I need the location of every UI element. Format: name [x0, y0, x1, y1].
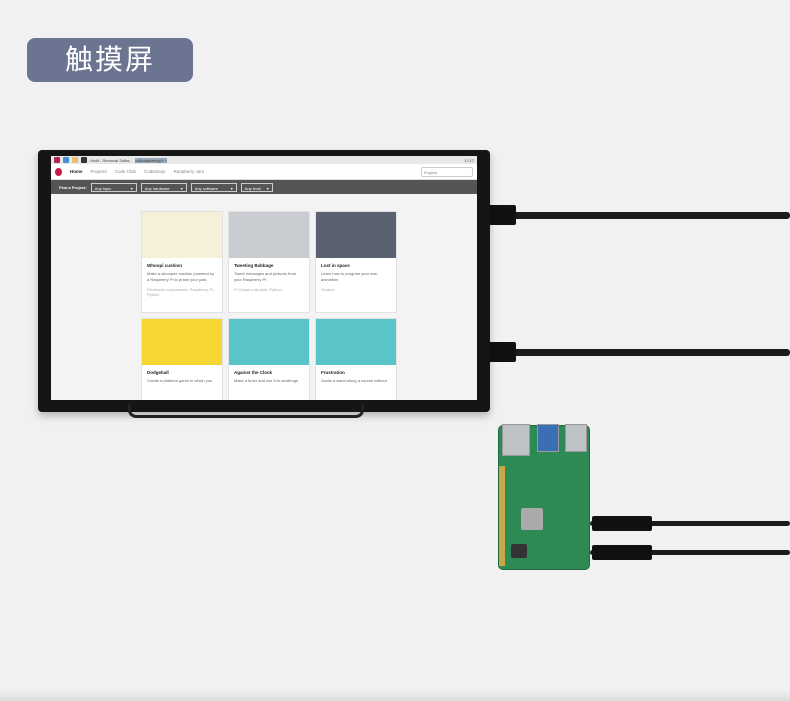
project-title: Whoopi cushion: [147, 263, 182, 268]
taskbar-window[interactable]: pi@raspberrypi: ~: [135, 157, 168, 163]
usb3-port: [537, 424, 559, 452]
project-meta: [229, 384, 309, 392]
usb-plug: [486, 342, 516, 362]
level-select[interactable]: Any level ▾: [240, 182, 273, 192]
hdmi-plug: [486, 205, 516, 225]
floor-shadow: [0, 690, 790, 701]
soc-chip: [521, 508, 543, 530]
project-description: Make a timer and use it to challenge: [234, 378, 299, 383]
page-title-badge: 触摸屏: [27, 38, 193, 82]
filter-label: Find a Project:: [59, 184, 87, 190]
gpio-header: [499, 466, 505, 566]
micro-hdmi-plug: [592, 516, 652, 531]
language-select[interactable]: English: [421, 166, 473, 177]
project-meta: Pi Camera Module, Python: [234, 287, 282, 292]
project-title: Dodgeball: [147, 370, 169, 375]
select-value: Any topic: [94, 185, 112, 191]
screen[interactable]: Vedit - Removal Softw... pi@raspberrypi:…: [51, 156, 477, 400]
project-image: [142, 319, 222, 365]
project-title: Frustration: [321, 370, 345, 375]
monitor-stand: [128, 404, 364, 418]
nav-code-club[interactable]: Code Club: [114, 169, 137, 174]
select-value: Any hardware: [144, 185, 170, 191]
chevron-down-icon: ▾: [266, 185, 269, 191]
chevron-down-icon: ▾: [180, 185, 183, 191]
chevron-down-icon: ▾: [230, 185, 233, 191]
chevron-down-icon: ▾: [130, 185, 133, 191]
project-description: Learn how to program your own animation: [321, 271, 378, 282]
project-meta: Electronic components, Raspberry Pi, Pyt…: [147, 287, 214, 297]
usb-cable: [485, 349, 790, 356]
project-title: Against the Clock: [234, 370, 273, 375]
project-description: Create a platform game in which you: [147, 378, 213, 383]
clock: 17:17: [463, 157, 474, 163]
nav-coderdojo[interactable]: CoderDojo: [144, 169, 166, 174]
topic-select[interactable]: Any topic ▾: [90, 182, 137, 192]
project-description: Tweet messages and pictures from your Ra…: [234, 271, 297, 282]
project-image: [229, 319, 309, 365]
project-title: Lost in space: [321, 263, 350, 268]
usb-c-plug: [592, 545, 652, 560]
project-meta: [316, 384, 396, 392]
touchscreen-monitor: Vedit - Removal Softw... pi@raspberrypi:…: [38, 150, 490, 412]
hdmi-cable: [485, 212, 790, 219]
terminal-icon[interactable]: [81, 157, 87, 163]
select-value: Any level: [244, 185, 262, 191]
browser-icon[interactable]: [63, 157, 69, 163]
hardware-select[interactable]: Any hardware ▾: [140, 182, 187, 192]
nav-home[interactable]: Home: [70, 169, 83, 174]
software-select[interactable]: Any software ▾: [190, 182, 237, 192]
raspberry-logo-icon[interactable]: [55, 167, 62, 176]
project-image: [142, 212, 222, 258]
select-value: Any software: [194, 185, 218, 191]
nav-projects[interactable]: Projects: [90, 169, 107, 174]
folder-icon[interactable]: [72, 157, 78, 163]
filter-bar: Find a Project: Any topic ▾ Any hardware ▾…: [51, 180, 477, 194]
project-description: Guide a wand along a course without: [321, 378, 387, 383]
ethernet-port: [502, 424, 530, 456]
raspberry-menu-icon[interactable]: [54, 157, 60, 163]
project-image: [316, 319, 396, 365]
project-title: Tweeting Babbage: [234, 263, 274, 268]
project-description: Make a whoopee cushion powered by a Rasp…: [147, 271, 215, 282]
site-nav: Home Projects Code Club CoderDojo Raspbe…: [51, 164, 477, 180]
pi-hdmi-cable: [590, 521, 790, 526]
pi-usb-cable: [590, 550, 790, 555]
project-meta: [142, 384, 222, 392]
raspberry-pi-board: [498, 424, 590, 570]
project-image: [316, 212, 396, 258]
nav-raspberry-jam[interactable]: Raspberry Jam: [173, 169, 205, 174]
ram-chip: [511, 544, 527, 558]
project-image: [229, 212, 309, 258]
taskbar: Vedit - Removal Softw... pi@raspberrypi:…: [51, 156, 477, 164]
project-meta: Scratch: [321, 287, 335, 292]
usb2-port: [565, 424, 587, 452]
taskbar-window[interactable]: Vedit - Removal Softw...: [90, 157, 133, 163]
